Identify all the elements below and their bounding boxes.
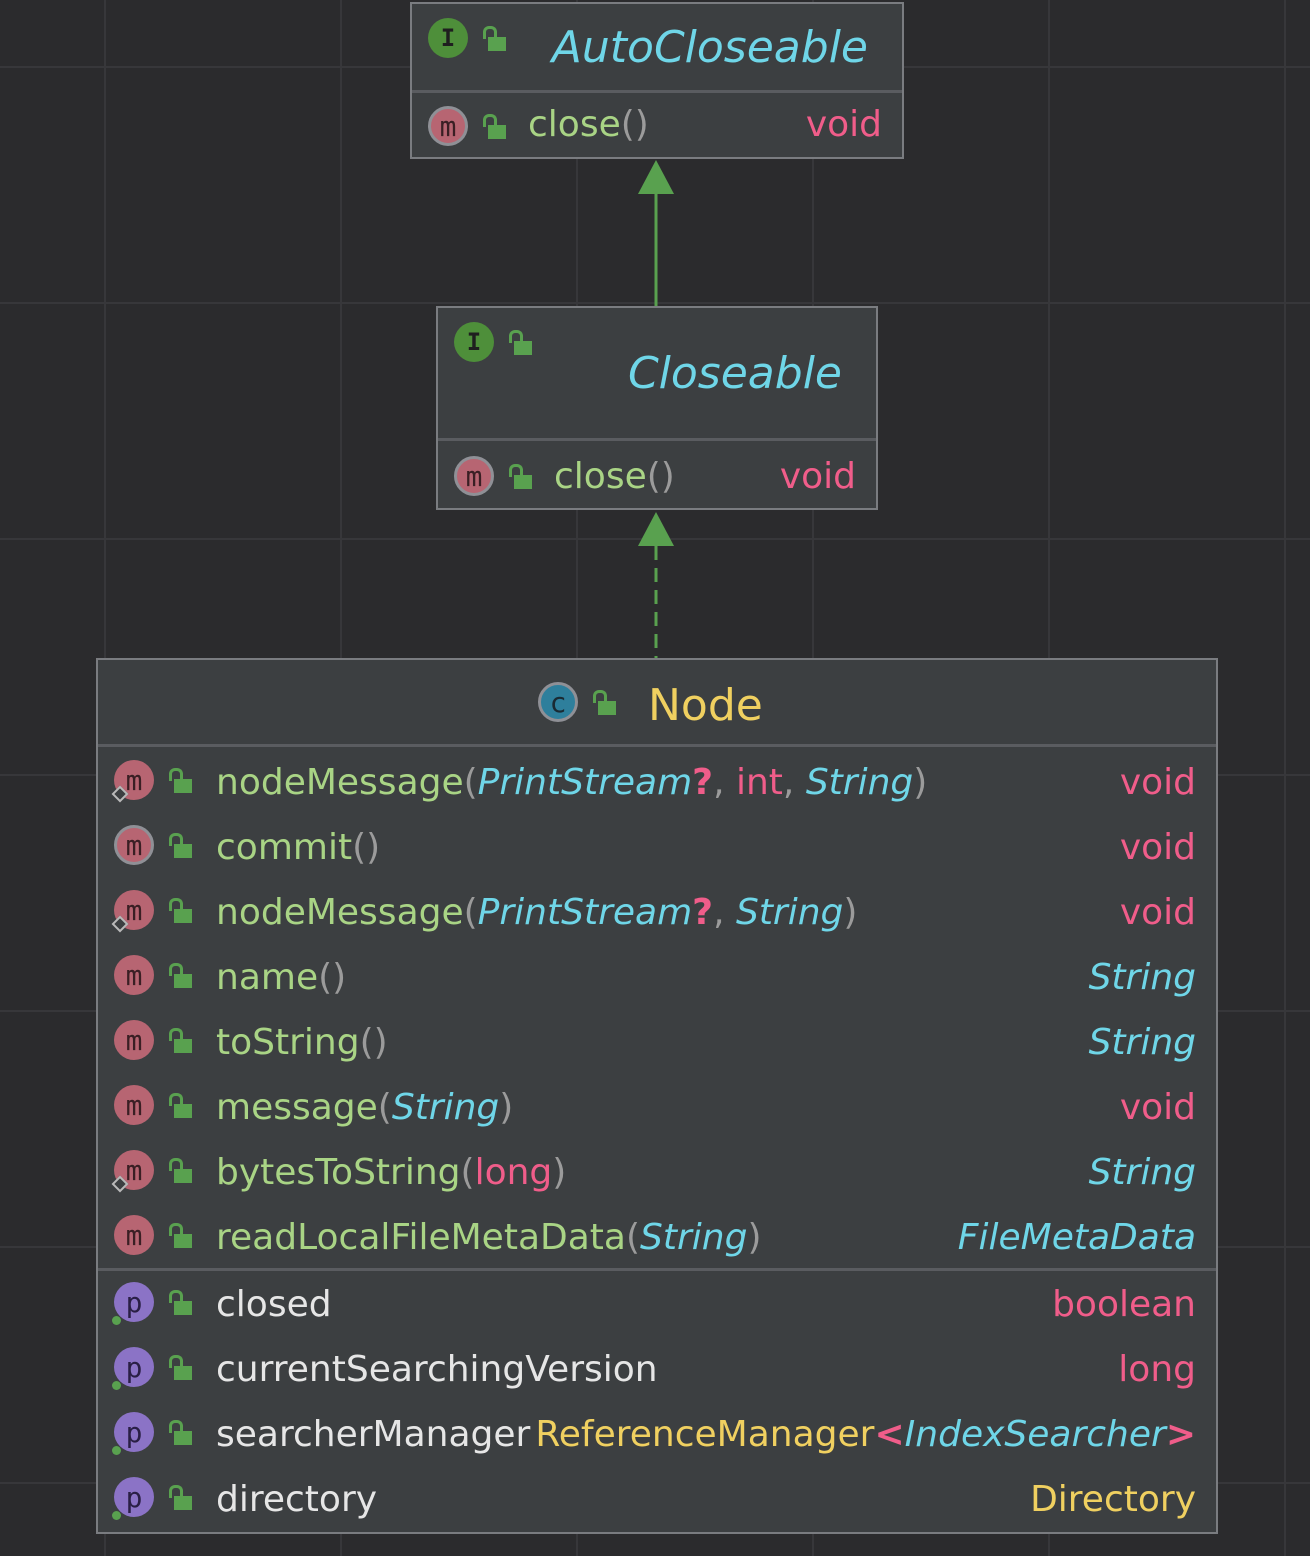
public-lock-icon xyxy=(168,1290,194,1316)
method-name: commit() xyxy=(216,827,381,868)
property-icon: p xyxy=(114,1347,154,1387)
method-row[interactable]: m nodeMessage(PrintStream?, String) void xyxy=(98,880,1216,945)
return-type: String xyxy=(1088,1022,1196,1063)
public-lock-icon xyxy=(482,114,508,140)
return-type: void xyxy=(805,104,882,145)
method-row[interactable]: m message(String) void xyxy=(98,1075,1216,1140)
method-row[interactable]: m close() void xyxy=(412,94,902,159)
field-type: boolean xyxy=(1052,1284,1196,1325)
extends-arrowhead xyxy=(638,160,674,194)
closeable-interface-box[interactable]: I Closeable m close() void xyxy=(436,306,878,510)
abstract-method-icon: m xyxy=(454,456,494,496)
node-title: Node xyxy=(648,680,763,731)
method-icon: m xyxy=(114,955,154,995)
autocloseable-interface-box[interactable]: I AutoCloseable m close() void xyxy=(410,2,904,159)
return-type: FileMetaData xyxy=(957,1217,1196,1258)
method-icon: m xyxy=(114,1020,154,1060)
interface-icon: I xyxy=(454,322,494,362)
public-lock-icon xyxy=(508,330,534,356)
method-name: bytesToString(long) xyxy=(216,1152,567,1193)
field-overlay-icon xyxy=(112,1316,121,1325)
interface-icon: I xyxy=(428,18,468,58)
method-row[interactable]: m bytesToString(long) String xyxy=(98,1140,1216,1205)
method-row[interactable]: m close() void xyxy=(438,442,876,507)
abstract-method-icon: m xyxy=(428,106,468,146)
field-type: Directory xyxy=(1030,1479,1196,1520)
field-type: long xyxy=(1118,1349,1196,1390)
method-name: close() xyxy=(528,104,649,145)
field-type: ReferenceManager<IndexSearcher> xyxy=(535,1414,1196,1455)
field-overlay-icon xyxy=(112,1446,121,1455)
divider xyxy=(98,744,1216,747)
field-name: directory xyxy=(216,1479,378,1520)
abstract-method-icon: m xyxy=(114,825,154,865)
public-lock-icon xyxy=(168,768,194,794)
property-icon: p xyxy=(114,1282,154,1322)
return-type: void xyxy=(1119,827,1196,868)
method-name: name() xyxy=(216,957,347,998)
field-row[interactable]: p closed boolean xyxy=(98,1272,1216,1337)
method-icon: m xyxy=(114,1215,154,1255)
return-type: void xyxy=(779,456,856,497)
method-name: nodeMessage(PrintStream?, String) xyxy=(216,892,858,933)
public-lock-icon xyxy=(168,1223,194,1249)
public-lock-icon xyxy=(482,26,508,52)
closeable-title: Closeable xyxy=(627,348,842,399)
property-icon: p xyxy=(114,1412,154,1452)
method-icon: m xyxy=(114,1085,154,1125)
method-name: toString() xyxy=(216,1022,388,1063)
autocloseable-header: I AutoCloseable xyxy=(412,4,902,90)
property-icon: p xyxy=(114,1477,154,1517)
public-lock-icon xyxy=(168,1158,194,1184)
public-lock-icon xyxy=(168,963,194,989)
public-lock-icon xyxy=(168,1485,194,1511)
return-type: String xyxy=(1088,1152,1196,1193)
divider xyxy=(438,438,876,441)
method-row[interactable]: m nodeMessage(PrintStream?, int, String)… xyxy=(98,750,1216,815)
field-name: searcherManager xyxy=(216,1414,531,1455)
method-name: nodeMessage(PrintStream?, int, String) xyxy=(216,762,928,803)
method-row[interactable]: m commit() void xyxy=(98,815,1216,880)
public-lock-icon xyxy=(168,1093,194,1119)
public-lock-icon xyxy=(168,1028,194,1054)
public-lock-icon xyxy=(508,464,534,490)
method-name: readLocalFileMetaData(String) xyxy=(216,1217,762,1258)
public-lock-icon xyxy=(592,690,618,716)
divider xyxy=(98,1268,1216,1271)
method-name: message(String) xyxy=(216,1087,514,1128)
field-row[interactable]: p directory Directory xyxy=(98,1467,1216,1532)
autocloseable-title: AutoCloseable xyxy=(551,22,868,73)
public-lock-icon xyxy=(168,898,194,924)
method-name: close() xyxy=(554,456,675,497)
field-row[interactable]: p currentSearchingVersion long xyxy=(98,1337,1216,1402)
field-row[interactable]: p searcherManager ReferenceManager<Index… xyxy=(98,1402,1216,1467)
method-row[interactable]: m readLocalFileMetaData(String) FileMeta… xyxy=(98,1205,1216,1270)
return-type: void xyxy=(1119,892,1196,933)
public-lock-icon xyxy=(168,1420,194,1446)
field-name: currentSearchingVersion xyxy=(216,1349,658,1390)
method-row[interactable]: m name() String xyxy=(98,945,1216,1010)
public-lock-icon xyxy=(168,833,194,859)
method-row[interactable]: m toString() String xyxy=(98,1010,1216,1075)
field-overlay-icon xyxy=(112,1381,121,1390)
public-lock-icon xyxy=(168,1355,194,1381)
implements-arrowhead xyxy=(638,512,674,546)
divider xyxy=(412,90,902,93)
closeable-header: I Closeable xyxy=(438,308,876,438)
return-type: String xyxy=(1088,957,1196,998)
class-icon: c xyxy=(538,682,578,722)
return-type: void xyxy=(1119,762,1196,803)
field-name: closed xyxy=(216,1284,332,1325)
return-type: void xyxy=(1119,1087,1196,1128)
field-overlay-icon xyxy=(112,1511,121,1520)
node-class-box[interactable]: c Node m nodeMessage(PrintStream?, int, … xyxy=(96,658,1218,1534)
node-header: c Node xyxy=(98,660,1216,746)
